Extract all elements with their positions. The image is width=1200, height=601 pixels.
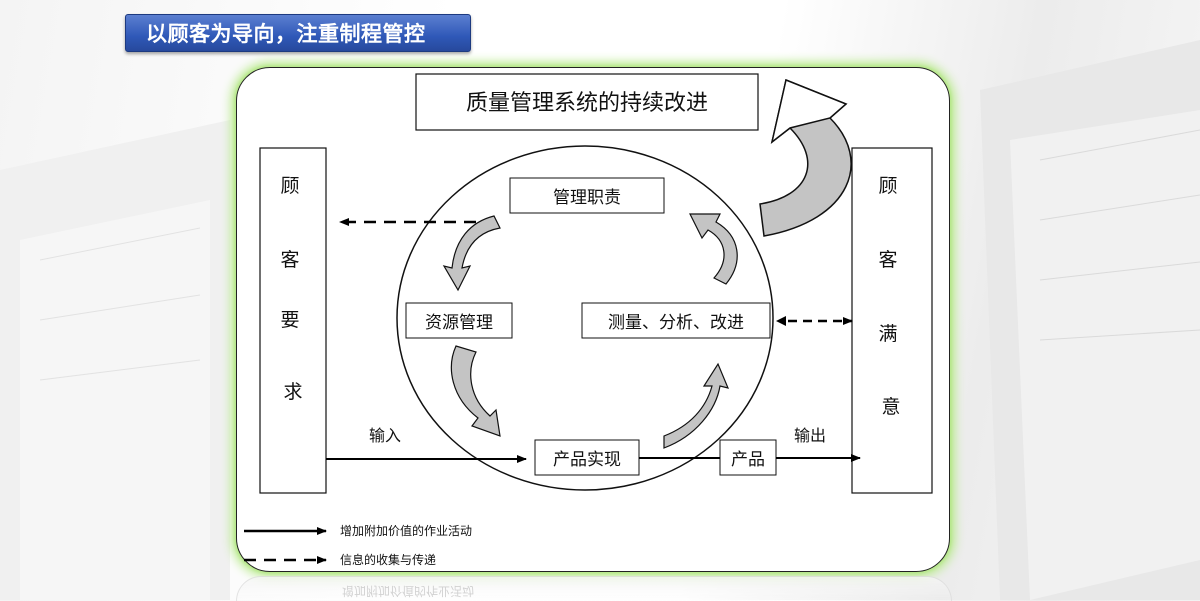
legend-solid-label: 增加附加价值的作业活动 [340, 523, 472, 538]
process-circle [396, 145, 774, 491]
customer-satisfaction-label: 顾 客 满 意 [878, 175, 903, 418]
legend-reflection-text: 增加附加价值的作业活动 [342, 584, 475, 598]
customer-satisfaction-char-1: 顾 [878, 175, 897, 197]
customer-requirements-char-4: 求 [283, 381, 302, 403]
customer-requirements-label: 顾 客 要 求 [280, 175, 305, 403]
customer-requirements-char-2: 客 [280, 249, 299, 271]
frame-reflection: 增加附加价值的作业活动 [236, 576, 952, 601]
product-label: 产品 [731, 450, 765, 470]
input-label: 输入 [369, 426, 401, 445]
measurement-box [581, 302, 771, 339]
product-realization-label: 产品实现 [553, 450, 621, 470]
resource-management-label: 资源管理 [425, 313, 493, 333]
cycle-arrow-measurement-to-mgmt [689, 213, 738, 285]
product-box [719, 439, 777, 476]
customer-satisfaction-char-2: 客 [878, 249, 897, 271]
cycle-arrow-mgmt-to-resources [442, 215, 501, 292]
info-from-customer-satisfaction-arrowhead [776, 316, 786, 326]
legend-dashed-label: 信息的收集与传递 [340, 552, 436, 567]
customer-requirements-box [259, 147, 327, 494]
continual-improvement-arrowhead-highlight [770, 78, 848, 144]
continual-improvement-box [415, 73, 759, 131]
management-responsibility-label: 管理职责 [553, 188, 621, 208]
cycle-arrow-resources-to-realization [450, 345, 501, 437]
resource-management-box [405, 302, 513, 339]
cycle-arrow-realization-to-measurement [663, 362, 730, 449]
customer-requirements-char-1: 顾 [280, 175, 299, 197]
output-label: 输出 [794, 426, 826, 445]
customer-satisfaction-char-4: 意 [881, 396, 900, 418]
management-responsibility-box [509, 177, 665, 214]
customer-satisfaction-box [851, 147, 933, 494]
product-realization-box [534, 439, 640, 476]
customer-requirements-char-3: 要 [280, 309, 299, 331]
slide-title: 以顾客为导向，注重制程管控 [125, 14, 471, 52]
customer-satisfaction-char-3: 满 [878, 323, 897, 345]
measurement-label: 测量、分析、改进 [608, 313, 744, 333]
continual-improvement-label: 质量管理系统的持续改进 [466, 91, 708, 116]
